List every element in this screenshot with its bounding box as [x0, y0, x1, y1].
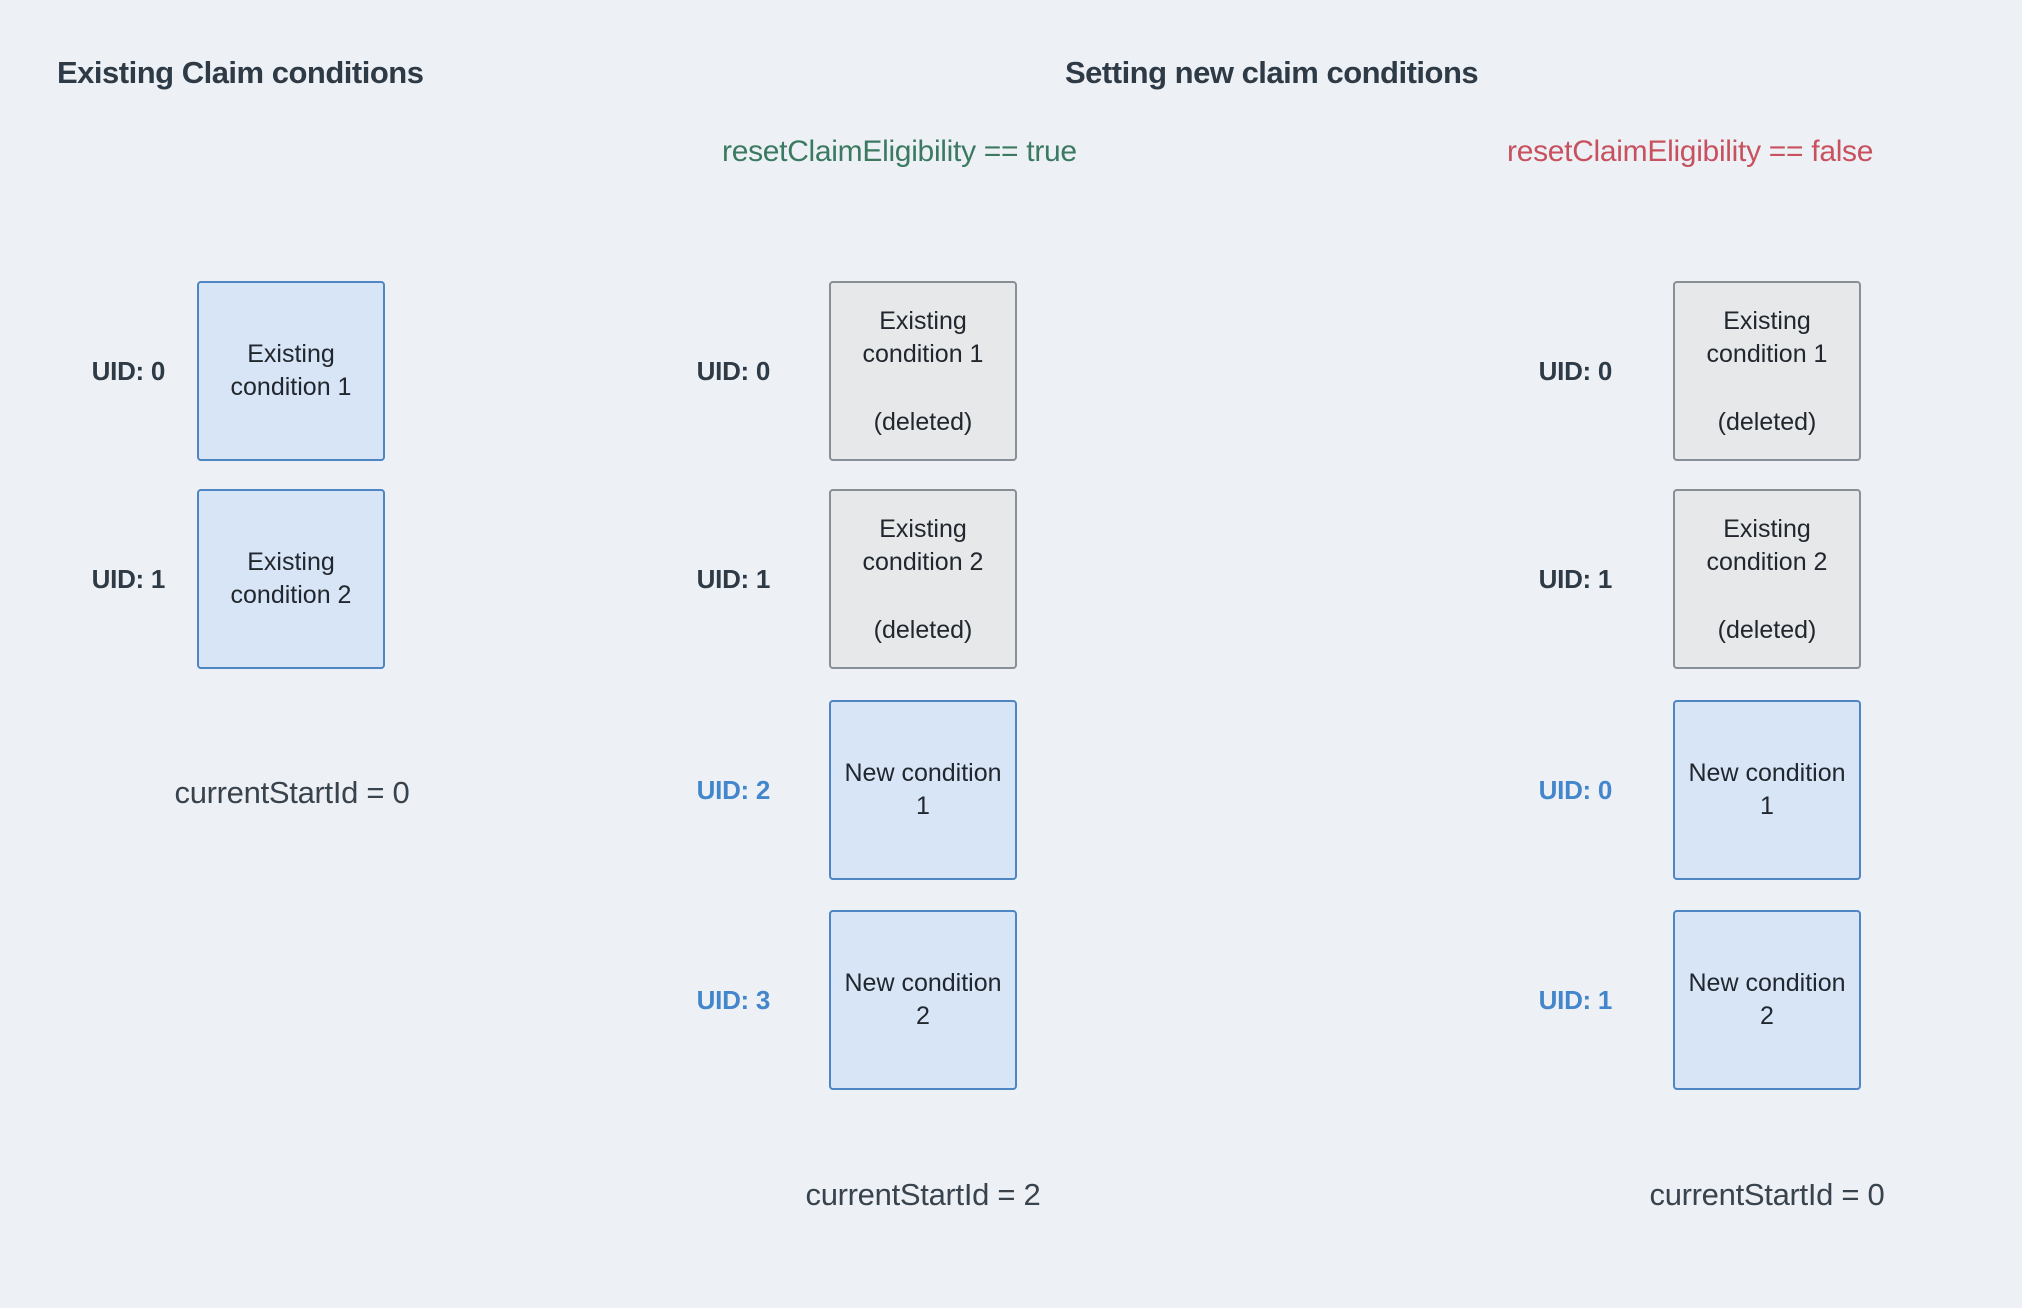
condition-line: Existing: [879, 515, 967, 543]
condition-line: Existing: [879, 307, 967, 335]
existing-claim-conditions-heading: Existing Claim conditions: [57, 55, 424, 90]
condition-line: Existing: [1723, 515, 1811, 543]
setting-new-claim-conditions-heading: Setting new claim conditions: [1065, 55, 1479, 90]
condition-line: condition 2: [1706, 548, 1828, 576]
condition-box: Existing condition 2: [197, 489, 385, 669]
condition-line: New condition: [1688, 969, 1846, 997]
condition-box-deleted: Existing condition 2 (deleted): [829, 489, 1017, 669]
condition-box-deleted: Existing condition 2 (deleted): [1673, 489, 1861, 669]
condition-line: condition 2: [230, 581, 352, 609]
uid-label: UID: 0: [1538, 774, 1613, 805]
deleted-note: (deleted): [1717, 616, 1817, 644]
condition-line: 1: [1760, 792, 1774, 820]
condition-line: Existing: [247, 548, 335, 576]
condition-line: Existing: [247, 340, 335, 368]
condition-box: New condition 2: [1673, 910, 1861, 1090]
condition-line: New condition: [844, 969, 1002, 997]
uid-label: UID: 0: [1538, 355, 1613, 386]
condition-box: New condition 1: [1673, 700, 1861, 880]
current-start-id-label: currentStartId = 2: [805, 1177, 1041, 1212]
uid-label: UID: 2: [696, 774, 771, 805]
condition-line: condition 1: [230, 373, 352, 401]
condition-box: New condition 1: [829, 700, 1017, 880]
uid-label: UID: 0: [91, 355, 166, 386]
condition-box-deleted: Existing condition 1 (deleted): [1673, 281, 1861, 461]
uid-label: UID: 1: [696, 563, 771, 594]
current-start-id-label: currentStartId = 0: [174, 775, 410, 810]
condition-line: 2: [916, 1002, 930, 1030]
condition-line: condition 1: [1706, 340, 1828, 368]
condition-box: Existing condition 1: [197, 281, 385, 461]
deleted-note: (deleted): [873, 616, 973, 644]
uid-label: UID: 1: [1538, 563, 1613, 594]
uid-label: UID: 1: [91, 563, 166, 594]
condition-line: Existing: [1723, 307, 1811, 335]
uid-label: UID: 0: [696, 355, 771, 386]
reset-claim-eligibility-true-label: resetClaimEligibility == true: [722, 135, 1077, 168]
condition-line: 1: [916, 792, 930, 820]
condition-line: 2: [1760, 1002, 1774, 1030]
uid-label: UID: 3: [696, 984, 771, 1015]
condition-box: New condition 2: [829, 910, 1017, 1090]
condition-line: condition 2: [862, 548, 984, 576]
uid-label: UID: 1: [1538, 984, 1613, 1015]
deleted-note: (deleted): [1717, 408, 1817, 436]
condition-line: condition 1: [862, 340, 984, 368]
current-start-id-label: currentStartId = 0: [1649, 1177, 1885, 1212]
condition-box-deleted: Existing condition 1 (deleted): [829, 281, 1017, 461]
deleted-note: (deleted): [873, 408, 973, 436]
reset-claim-eligibility-false-label: resetClaimEligibility == false: [1507, 135, 1874, 168]
condition-line: New condition: [844, 759, 1002, 787]
condition-line: New condition: [1688, 759, 1846, 787]
